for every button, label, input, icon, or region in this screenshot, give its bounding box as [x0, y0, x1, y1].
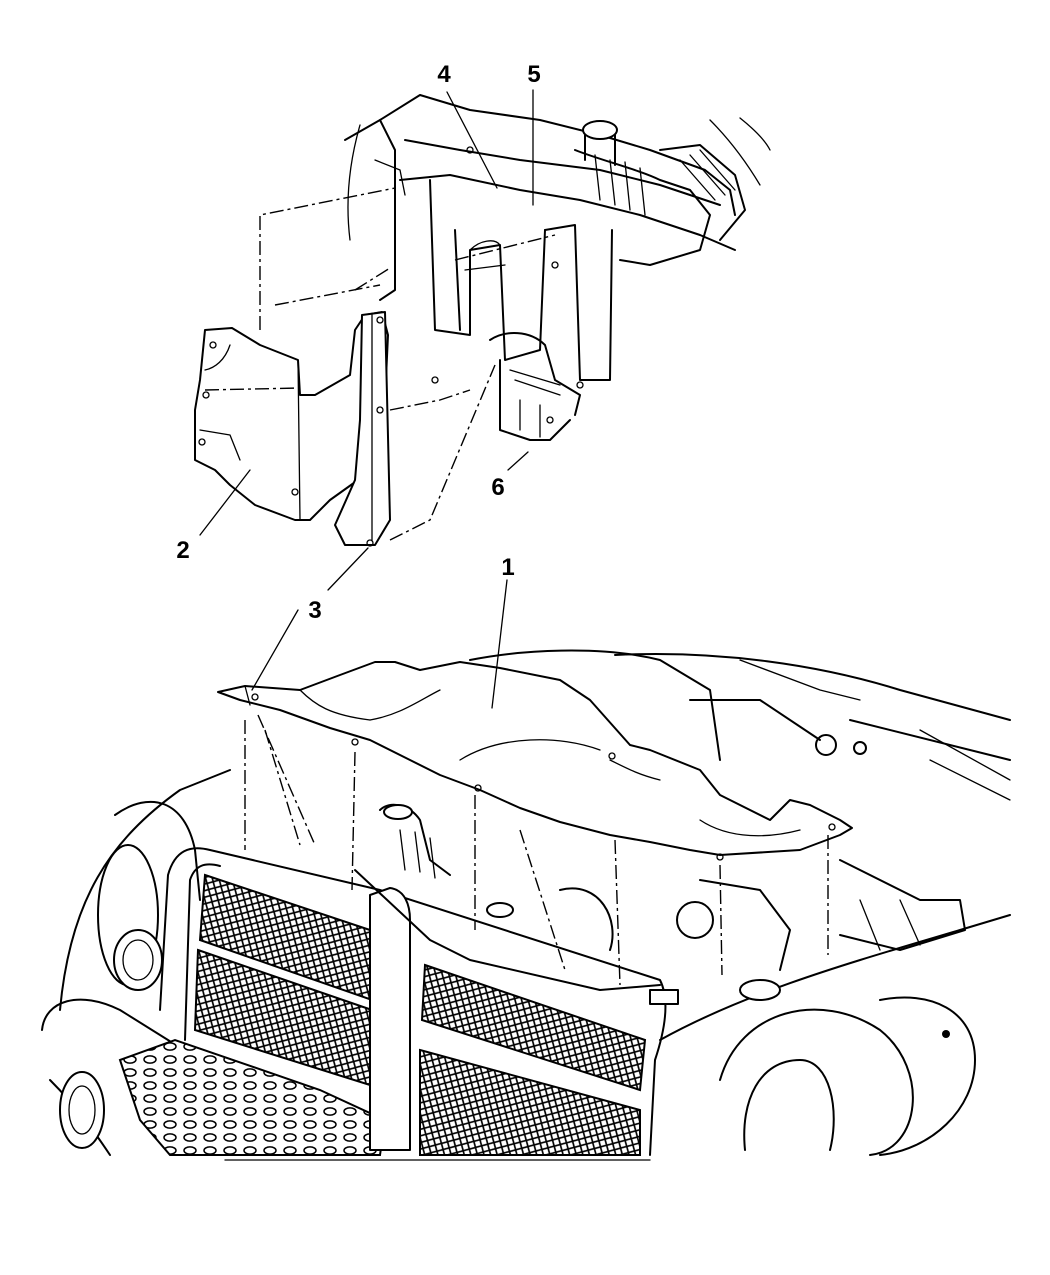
callout-4: 4 [437, 61, 451, 88]
callout-leaders [199, 89, 534, 709]
callout-1: 1 [501, 554, 514, 581]
callout-6: 6 [491, 474, 504, 501]
assembly-centerlines-lower [244, 714, 829, 986]
vertical-seal-strip [334, 311, 391, 547]
radiator-closure-panel [217, 661, 853, 861]
callout-labels: 1 2 3 4 5 6 [176, 61, 540, 624]
callout-2: 2 [176, 537, 189, 564]
assembly-centerlines-upper [204, 187, 556, 541]
upper-radiator-support-assembly [344, 94, 771, 441]
callout-3: 3 [308, 597, 321, 624]
engine-compartment [354, 649, 1011, 1005]
vehicle-front-end [41, 653, 1011, 1161]
callout-5: 5 [527, 61, 540, 88]
